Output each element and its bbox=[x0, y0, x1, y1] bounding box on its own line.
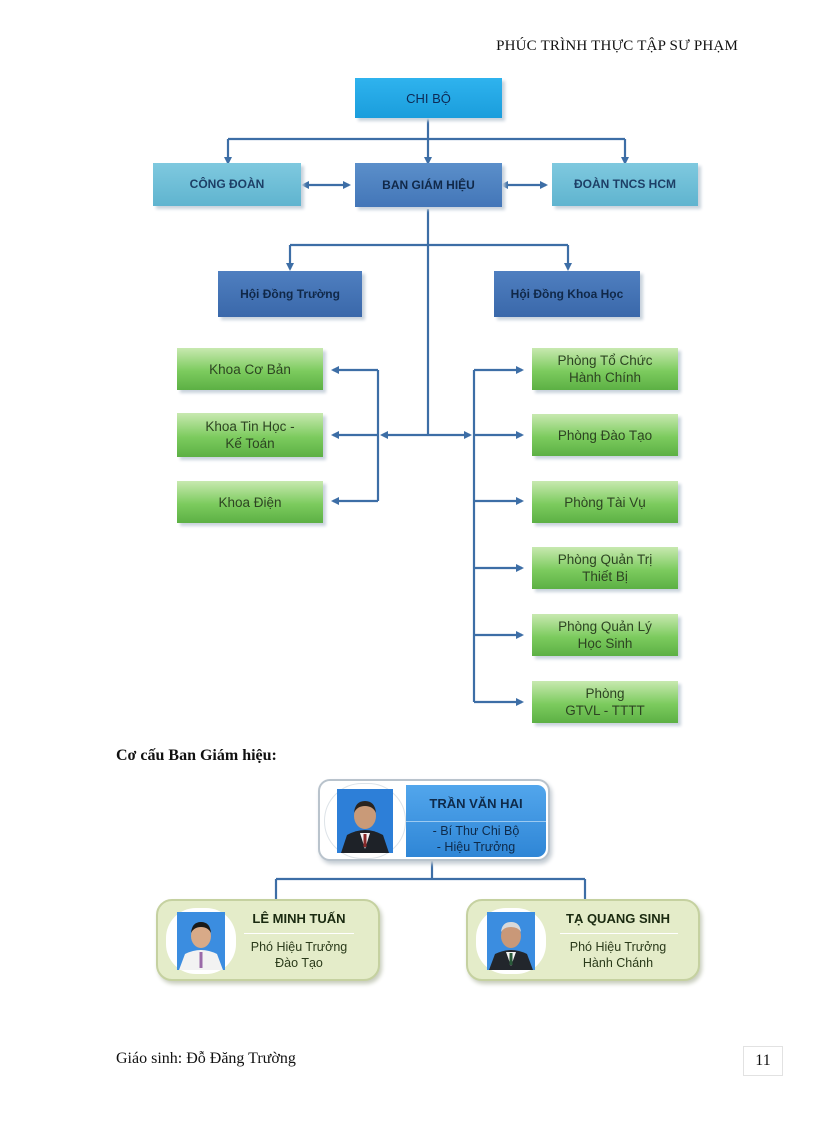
box-chi-bo: CHI BỘ bbox=[355, 78, 502, 118]
box-hoi-dong-khoa-hoc: Hội Đồng Khoa Học bbox=[494, 271, 640, 317]
deputy-divider bbox=[560, 933, 678, 934]
department-label-1: Phòng Tài Vụ bbox=[564, 494, 646, 510]
department-label-2: Thiết Bị bbox=[582, 569, 628, 584]
principal-card: TRẦN VĂN HAI - Bí Thư Chi Bộ - Hiệu Trưở… bbox=[318, 779, 550, 861]
footer-author: Giáo sinh: Đỗ Đăng Trường bbox=[116, 1050, 296, 1067]
department-label-2: GTVL - TTTT bbox=[565, 703, 645, 718]
faculty-label-1: Khoa Tin Học - bbox=[205, 419, 295, 434]
box-cong-doan: CÔNG ĐOÀN bbox=[153, 163, 301, 206]
faculty-label-1: Khoa Cơ Bản bbox=[209, 361, 291, 377]
department-label-1: Phòng bbox=[585, 686, 625, 701]
principal-name: TRẦN VĂN HAI bbox=[406, 785, 546, 822]
department-label-1: Phòng Quản Trị bbox=[557, 552, 653, 567]
box-department: Phòng Đào Tạo bbox=[532, 414, 678, 456]
box-faculty: Khoa Tin Học - Kế Toán bbox=[177, 413, 323, 457]
faculty-label-1: Khoa Điện bbox=[218, 494, 282, 510]
org-chart-connectors bbox=[224, 118, 629, 706]
page-header: PHÚC TRÌNH THỰC TẬP SƯ PHẠM bbox=[496, 38, 738, 54]
department-label-1: Phòng Đào Tạo bbox=[557, 427, 653, 443]
principal-role-2: - Hiệu Trưởng bbox=[436, 840, 516, 854]
deputy-role-2: Đào Tạo bbox=[275, 956, 323, 970]
deputy-role: Phó Hiệu Trưởng Đào Tạo bbox=[240, 939, 358, 971]
department-label-1: Phòng Quản Lý bbox=[558, 619, 652, 634]
section-title: Cơ cấu Ban Giám hiệu: bbox=[116, 747, 277, 764]
box-department: Phòng Tài Vụ bbox=[532, 481, 678, 523]
box-department: Phòng Quản Lý Học Sinh bbox=[532, 614, 678, 656]
deputy-role-1: Phó Hiệu Trưởng bbox=[569, 940, 667, 954]
deputy-role-1: Phó Hiệu Trưởng bbox=[250, 940, 348, 954]
deputy-name: LÊ MINH TUẤN bbox=[252, 911, 346, 926]
person-photo-icon bbox=[324, 783, 406, 859]
deputy-name: TẠ QUANG SINH bbox=[566, 911, 670, 926]
page-number: 11 bbox=[743, 1046, 783, 1076]
person-photo-icon bbox=[476, 908, 546, 974]
deputy-role: Phó Hiệu Trưởng Hành Chánh bbox=[554, 939, 682, 971]
faculty-label-2: Kế Toán bbox=[225, 436, 275, 451]
deputy-card: TẠ QUANG SINH Phó Hiệu Trưởng Hành Chánh bbox=[466, 899, 700, 981]
department-label-2: Học Sinh bbox=[577, 636, 633, 651]
box-ban-giam-hieu: BAN GIÁM HIỆU bbox=[355, 163, 502, 207]
box-hoi-dong-truong: Hội Đồng Trường bbox=[218, 271, 362, 317]
deputy-role-2: Hành Chánh bbox=[582, 956, 654, 970]
principal-panel: TRẦN VĂN HAI - Bí Thư Chi Bộ - Hiệu Trưở… bbox=[406, 785, 546, 857]
principal-role-1: - Bí Thư Chi Bộ bbox=[432, 824, 520, 838]
department-label-2: Hành Chính bbox=[568, 370, 642, 385]
deputy-divider bbox=[244, 933, 354, 934]
department-label-1: Phòng Tổ Chức bbox=[557, 353, 653, 368]
box-faculty: Khoa Cơ Bản bbox=[177, 348, 323, 390]
box-faculty: Khoa Điện bbox=[177, 481, 323, 523]
box-doan-tncs: ĐOÀN TNCS HCM bbox=[552, 163, 698, 206]
person-photo-icon bbox=[166, 908, 236, 974]
principal-role: - Bí Thư Chi Bộ - Hiệu Trưởng bbox=[406, 823, 546, 855]
deputy-card: LÊ MINH TUẤN Phó Hiệu Trưởng Đào Tạo bbox=[156, 899, 380, 981]
